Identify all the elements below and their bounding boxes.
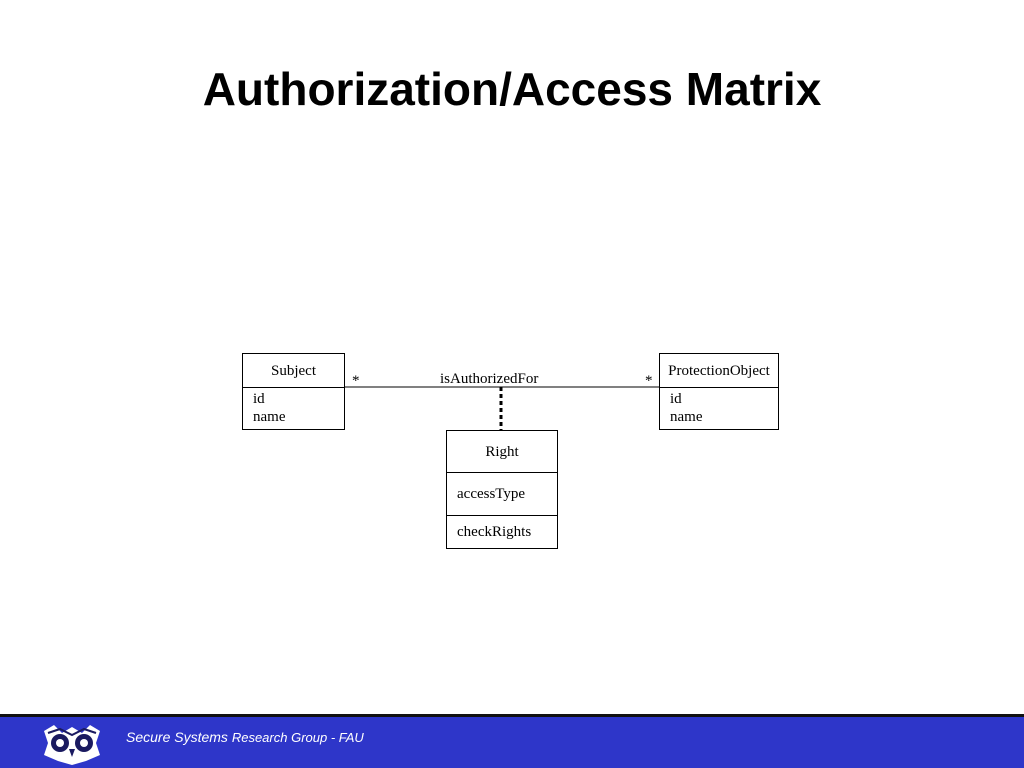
protection-object-attribute-id: id (670, 391, 682, 407)
subject-attribute-name: name (253, 409, 286, 425)
right-class-name: Right (447, 431, 557, 473)
subject-class: Subject id name (242, 353, 345, 430)
footer-bar: Secure Systems Research Group - FAU (0, 714, 1024, 768)
subject-multiplicity: * (352, 373, 360, 389)
object-multiplicity: * (645, 373, 653, 389)
footer-text: Secure Systems Research Group - FAU (126, 729, 364, 745)
owl-logo-icon (44, 725, 100, 765)
right-class: Right accessType checkRights (446, 430, 558, 549)
association-label: isAuthorizedFor (440, 371, 539, 387)
footer-text-rest: Research Group - FAU (231, 730, 364, 745)
slide-title: Authorization/Access Matrix (202, 63, 822, 115)
protection-object-class: ProtectionObject id name (659, 353, 779, 430)
protection-object-attributes: id name (660, 388, 778, 426)
right-operation-check-rights: checkRights (457, 524, 532, 540)
right-attribute-access-type: accessType (447, 473, 557, 516)
protection-object-attribute-name: name (670, 409, 703, 425)
subject-attribute-id: id (253, 391, 265, 407)
footer-text-main: Secure Systems (126, 729, 228, 745)
subject-attributes: id name (243, 388, 344, 426)
protection-object-class-name: ProtectionObject (660, 354, 778, 388)
subject-class-name: Subject (243, 354, 344, 388)
